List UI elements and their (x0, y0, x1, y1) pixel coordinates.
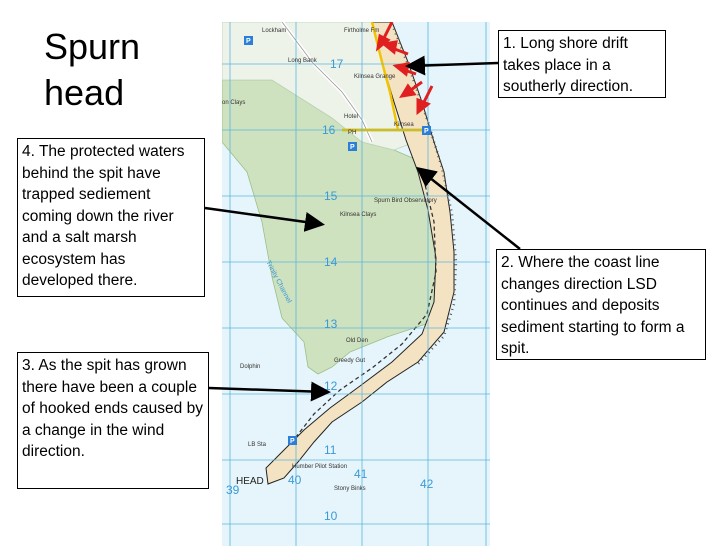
place-kilnsea-clays: Kilnsea Clays (340, 212, 376, 218)
grid-row-10: 10 (324, 509, 338, 523)
grid-row-11: 11 (324, 443, 337, 457)
place-ph: PH (348, 130, 356, 136)
svg-text:P: P (246, 38, 251, 45)
road-coast (370, 22, 400, 131)
place-long-bank: Long Bank (288, 58, 318, 64)
os-map: 17 16 15 14 13 12 11 10 39 40 41 42 Lock… (222, 22, 490, 546)
callout-coast-direction: 2. Where the coast line changes directio… (496, 249, 706, 360)
place-spurn-bird-obs: Spurn Bird Observatory (374, 198, 437, 204)
place-humber-pilot: Humber Pilot Station (292, 464, 347, 470)
place-lockham: Lockham (262, 28, 286, 34)
grid-row-17: 17 (330, 57, 344, 71)
place-stony-binks: Stony Binks (334, 486, 366, 492)
place-hotel: Hotel (344, 114, 358, 120)
grid-col-42: 42 (420, 477, 434, 491)
grid-row-13: 13 (324, 317, 338, 331)
place-head: HEAD (236, 476, 264, 487)
svg-text:P: P (290, 438, 295, 445)
callout-salt-marsh: 4. The protected waters behind the spit … (17, 138, 205, 297)
spit-road (291, 171, 437, 443)
place-kilnsea-grange: Kilnsea Grange (354, 74, 396, 80)
grid-row-12: 12 (324, 379, 338, 393)
callout-hooked-ends: 3. As the spit has grown there have been… (17, 352, 209, 489)
place-clays: on Clays (222, 100, 245, 106)
place-greedy-gut: Greedy Gut (334, 358, 365, 364)
grid-row-16: 16 (322, 123, 336, 137)
callout-long-shore-drift: 1. Long shore drift takes place in a sou… (498, 30, 666, 98)
place-kilnsea: Kilnsea (394, 122, 414, 128)
grid-lines (222, 22, 490, 546)
place-old-den: Old Den (346, 338, 368, 344)
place-dolphin: Dolphin (240, 364, 260, 370)
parking-icons: P P P P (244, 36, 431, 445)
map-svg: 17 16 15 14 13 12 11 10 39 40 41 42 Lock… (222, 22, 490, 546)
grid-row-15: 15 (324, 189, 338, 203)
grid-col-41: 41 (354, 467, 368, 481)
grid-col-40: 40 (288, 473, 302, 487)
place-firtholme: Firtholme Fm (344, 28, 379, 34)
grid-row-14: 14 (324, 255, 338, 269)
place-lb-sta: LB Sta (248, 442, 267, 448)
grid-col-39: 39 (226, 483, 240, 497)
page-title: Spurn head (44, 26, 141, 113)
svg-text:P: P (350, 144, 355, 151)
svg-text:P: P (424, 128, 429, 135)
